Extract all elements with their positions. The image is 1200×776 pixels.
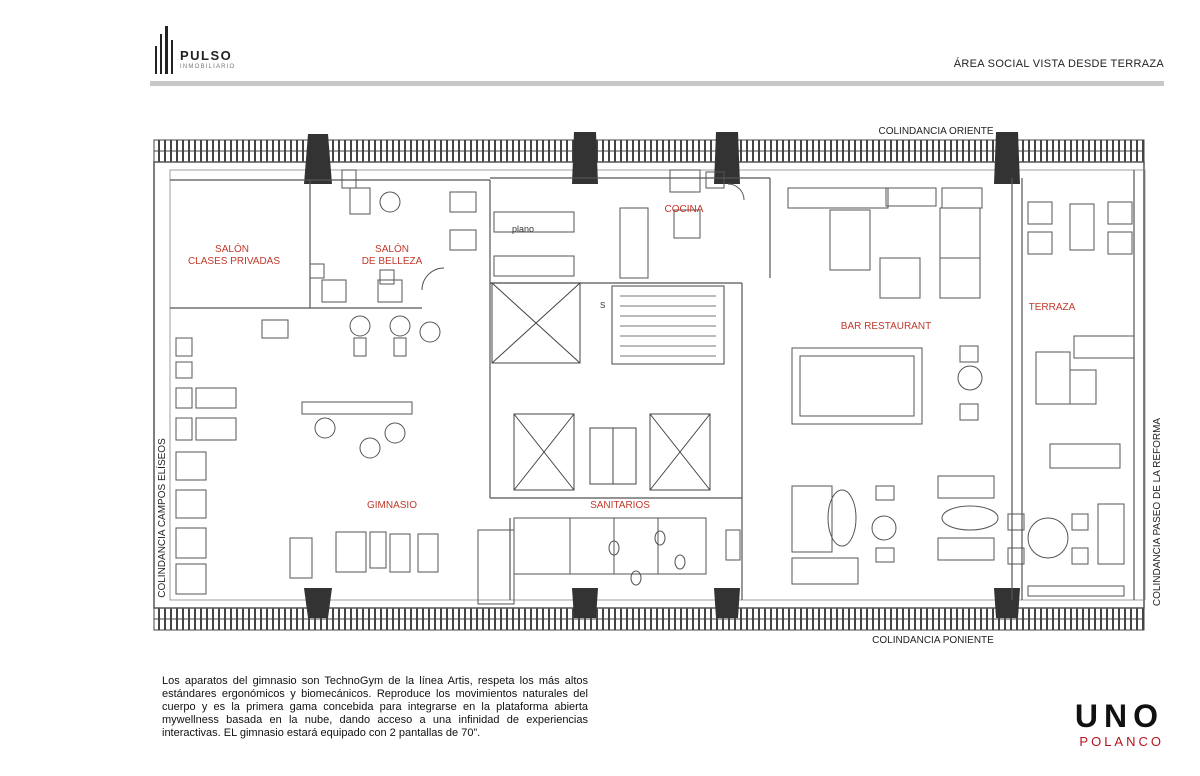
vertical-core: [491, 282, 725, 491]
pulso-bars-icon: [155, 26, 173, 74]
room-label-salon-privadas-1: SALÓN: [215, 242, 249, 255]
logo-polanco-text: POLANCO: [1079, 734, 1164, 749]
kitchen-equipment: [493, 169, 745, 279]
restaurant-furniture: [787, 187, 999, 585]
room-label-salon-belleza-2: DE BELLEZA: [362, 256, 423, 267]
restroom-fixtures: [513, 517, 741, 586]
interior-walls: [170, 170, 1135, 600]
brand-subtitle: INMOBILIARIO: [180, 64, 236, 70]
terrace-furniture: [1007, 201, 1135, 597]
boundary-west-label: COLINDANCIA CAMPOS ELÍSEOS: [155, 438, 168, 598]
room-label-terraza: TERRAZA: [1029, 302, 1076, 313]
boundary-east-label: COLINDANCIA PASEO DE LA REFORMA: [1152, 418, 1163, 607]
stairs-annotation: S: [600, 301, 605, 310]
uno-polanco-logo: UNO POLANCO: [1064, 698, 1164, 749]
brand-name: PULSO: [180, 48, 233, 63]
floor-plan: COLINDANCIA ORIENTE COLINDANCIA PONIENTE…: [153, 126, 1163, 646]
header-divider: [150, 81, 1164, 86]
gym-equipment: [175, 169, 515, 605]
structural-columns: [304, 132, 1020, 618]
room-label-bar-restaurant: BAR RESTAURANT: [841, 321, 931, 332]
pulso-logo: PULSO INMOBILIARIO: [152, 26, 262, 76]
gym-description: Los aparatos del gimnasio son TechnoGym …: [162, 675, 588, 739]
building-outline: [153, 161, 1145, 609]
logo-uno-text: UNO: [1074, 698, 1164, 734]
room-label-gimnasio: GIMNASIO: [367, 500, 417, 511]
room-label-sanitarios: SANITARIOS: [590, 500, 650, 511]
room-label-salon-belleza-1: SALÓN: [375, 242, 409, 255]
plano-annotation: plano: [512, 224, 534, 234]
room-label-salon-privadas-2: CLASES PRIVADAS: [188, 256, 280, 267]
page-title: ÁREA SOCIAL VISTA DESDE TERRAZA: [953, 58, 1164, 70]
room-label-cocina: COCINA: [665, 204, 704, 215]
boundary-south-label: COLINDANCIA PONIENTE: [872, 635, 994, 646]
boundary-north-label: COLINDANCIA ORIENTE: [878, 126, 993, 137]
